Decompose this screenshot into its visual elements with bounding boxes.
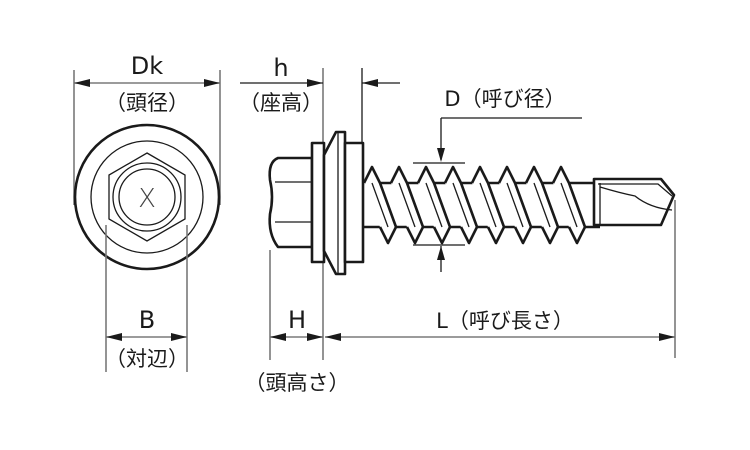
thread-group [362,165,587,245]
b-arrow-right [171,333,187,341]
drill-flute-curve [599,186,673,211]
h-big-arrow-right [307,333,323,341]
dk-symbol: Dk [131,52,163,80]
dk-arrow-left [74,79,90,87]
thread-flank-line [533,182,551,228]
h-big-meaning: （頭高さ） [245,371,350,395]
screw-side-view: h （座高） D（呼び径） [239,54,676,395]
h-small-meaning: （座高） [239,91,323,115]
h-arrow-right [362,79,378,87]
dk-arrow-right [204,79,220,87]
head-top-view: Dk （頭径） X B （対辺） [73,52,221,372]
b-arrow-left [106,333,122,341]
washer-outer-circle [73,123,221,271]
thread-flank-line [560,182,578,228]
hex-head-outline [108,152,186,242]
hex-head-side [268,156,314,249]
thread-flank-line [452,182,470,228]
h-small-symbol: h [273,54,288,82]
hex-inner-circle-1 [112,162,182,232]
metal-washer [343,141,365,264]
sealing-washer [322,130,347,276]
flange [310,141,326,264]
thread-flank-line [425,182,443,228]
h-big-symbol: H [288,306,306,334]
l-arrow-left [325,333,341,341]
thread-flank-line [371,182,389,228]
drill-flute-top [598,183,673,197]
washer-inner-circle [90,140,204,254]
h-arrow-left [307,79,323,87]
thread-flank-line [398,182,416,228]
d-label: D（呼び径） [444,87,565,111]
l-arrow-right [659,333,675,341]
b-symbol: B [139,306,155,334]
dk-meaning: （頭径） [105,91,189,115]
thread-flank-line [479,182,497,228]
d-arrow-bottom [437,246,445,260]
l-label: L（呼び長さ） [436,309,574,333]
center-x-mark: X [138,184,156,214]
hex-inner-circle-2 [118,168,176,226]
b-meaning: （対辺） [105,347,189,371]
thread-flank-line [506,182,524,228]
drill-point [592,177,676,227]
h-big-arrow-left [270,333,286,341]
d-arrow-top [437,148,445,162]
